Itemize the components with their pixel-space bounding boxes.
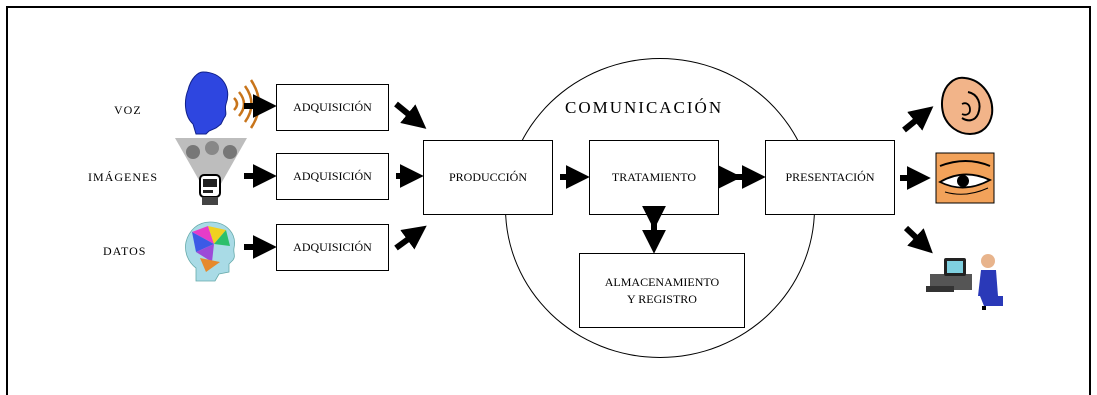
label-imagenes: IMÁGENES bbox=[88, 170, 158, 184]
arrow-adq3-produccion bbox=[394, 225, 427, 251]
computer-user-icon bbox=[926, 254, 1003, 310]
almacenamiento-box: ALMACENAMIENTO Y REGISTRO bbox=[579, 253, 745, 328]
tratamiento-box: TRATAMIENTO bbox=[589, 140, 719, 215]
arrow-presentacion-computer bbox=[903, 225, 933, 254]
adquisicion-box-imagenes: ADQUISICIÓN bbox=[276, 153, 389, 200]
produccion-box: PRODUCCIÓN bbox=[423, 140, 553, 215]
adquisicion-box-datos: ADQUISICIÓN bbox=[276, 224, 389, 271]
arrows bbox=[244, 94, 934, 259]
diagram-frame bbox=[6, 6, 1091, 395]
head-data-icon bbox=[185, 221, 235, 282]
ear-icon bbox=[941, 76, 994, 136]
arrow-adq1-produccion bbox=[394, 101, 427, 129]
eye-icon bbox=[935, 152, 995, 204]
circle-title: COMUNICACIÓN bbox=[565, 98, 724, 117]
label-datos: DATOS bbox=[103, 244, 147, 258]
projector-audience-icon bbox=[175, 138, 247, 205]
arrow-presentacion-ear bbox=[902, 106, 934, 133]
double-arrows bbox=[642, 165, 766, 254]
presentacion-box: PRESENTACIÓN bbox=[765, 140, 895, 215]
adquisicion-box-voz: ADQUISICIÓN bbox=[276, 84, 389, 131]
label-voz: VOZ bbox=[114, 103, 142, 117]
